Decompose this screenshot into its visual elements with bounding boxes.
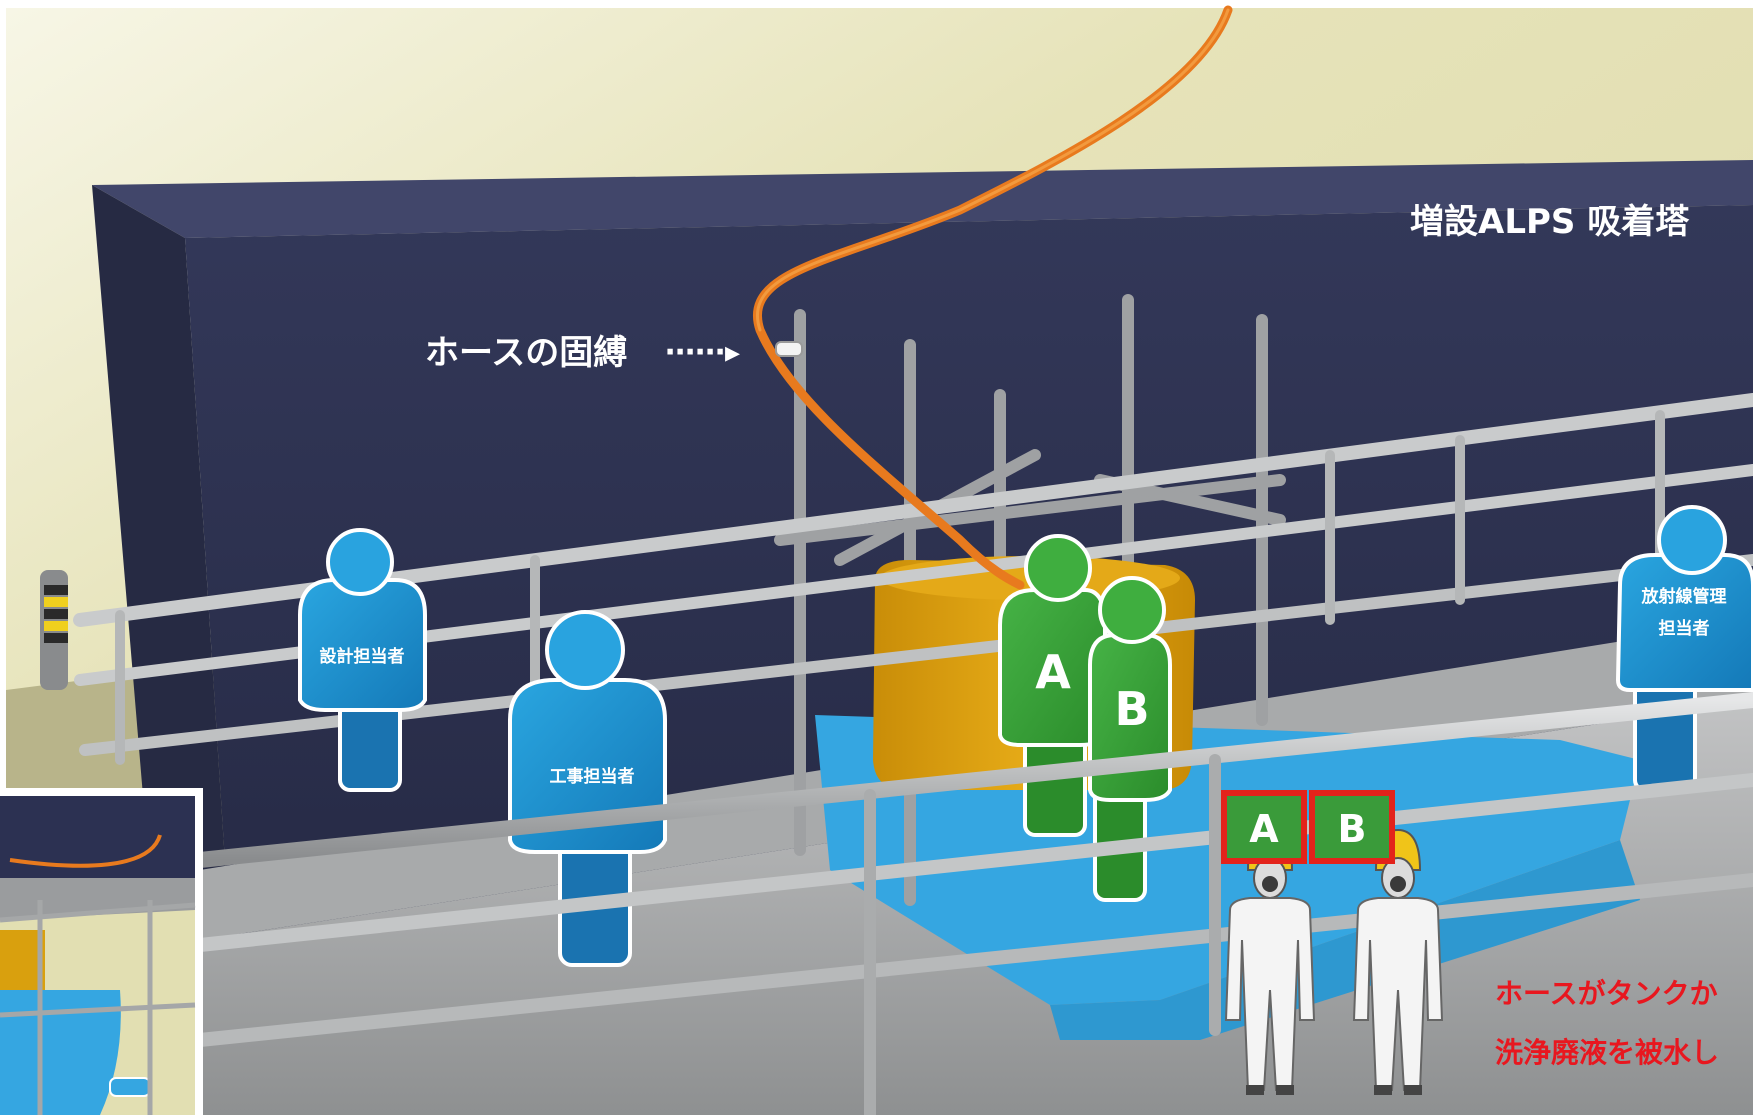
worker-b-label: B [1114, 682, 1149, 736]
hose-clamp-icon [775, 341, 803, 357]
worker-a-label: A [1035, 645, 1071, 699]
mask-icon [1262, 876, 1278, 892]
warning-text-line1: ホースがタンクか [1495, 977, 1718, 1010]
hose-fixing-label: ホースの固縛 [425, 333, 627, 373]
radiation-manager-label-line1: 放射線管理 [1641, 586, 1727, 607]
box-b [1309, 790, 1395, 864]
hose-fixing-arrow: ⋯⋯▸ [665, 335, 740, 370]
designer-figure [298, 528, 427, 792]
box-a [1221, 790, 1307, 864]
box-b-label: B [1338, 807, 1367, 851]
inset-panel [0, 788, 203, 1115]
tower-title: 増設ALPS 吸着塔 [1410, 202, 1690, 242]
radiation-manager-label-line2: 担当者 [1659, 618, 1710, 639]
worker-protective-suit-icon [1224, 828, 1444, 1095]
front-railing [192, 692, 1753, 1115]
warning-text-line2: 洗浄廃液を被水し [1495, 1036, 1719, 1069]
box-a-label: A [1249, 807, 1279, 851]
constructor-label: 工事担当者 [550, 766, 635, 787]
bollard [40, 570, 68, 690]
designer-label: 設計担当者 [320, 646, 405, 667]
